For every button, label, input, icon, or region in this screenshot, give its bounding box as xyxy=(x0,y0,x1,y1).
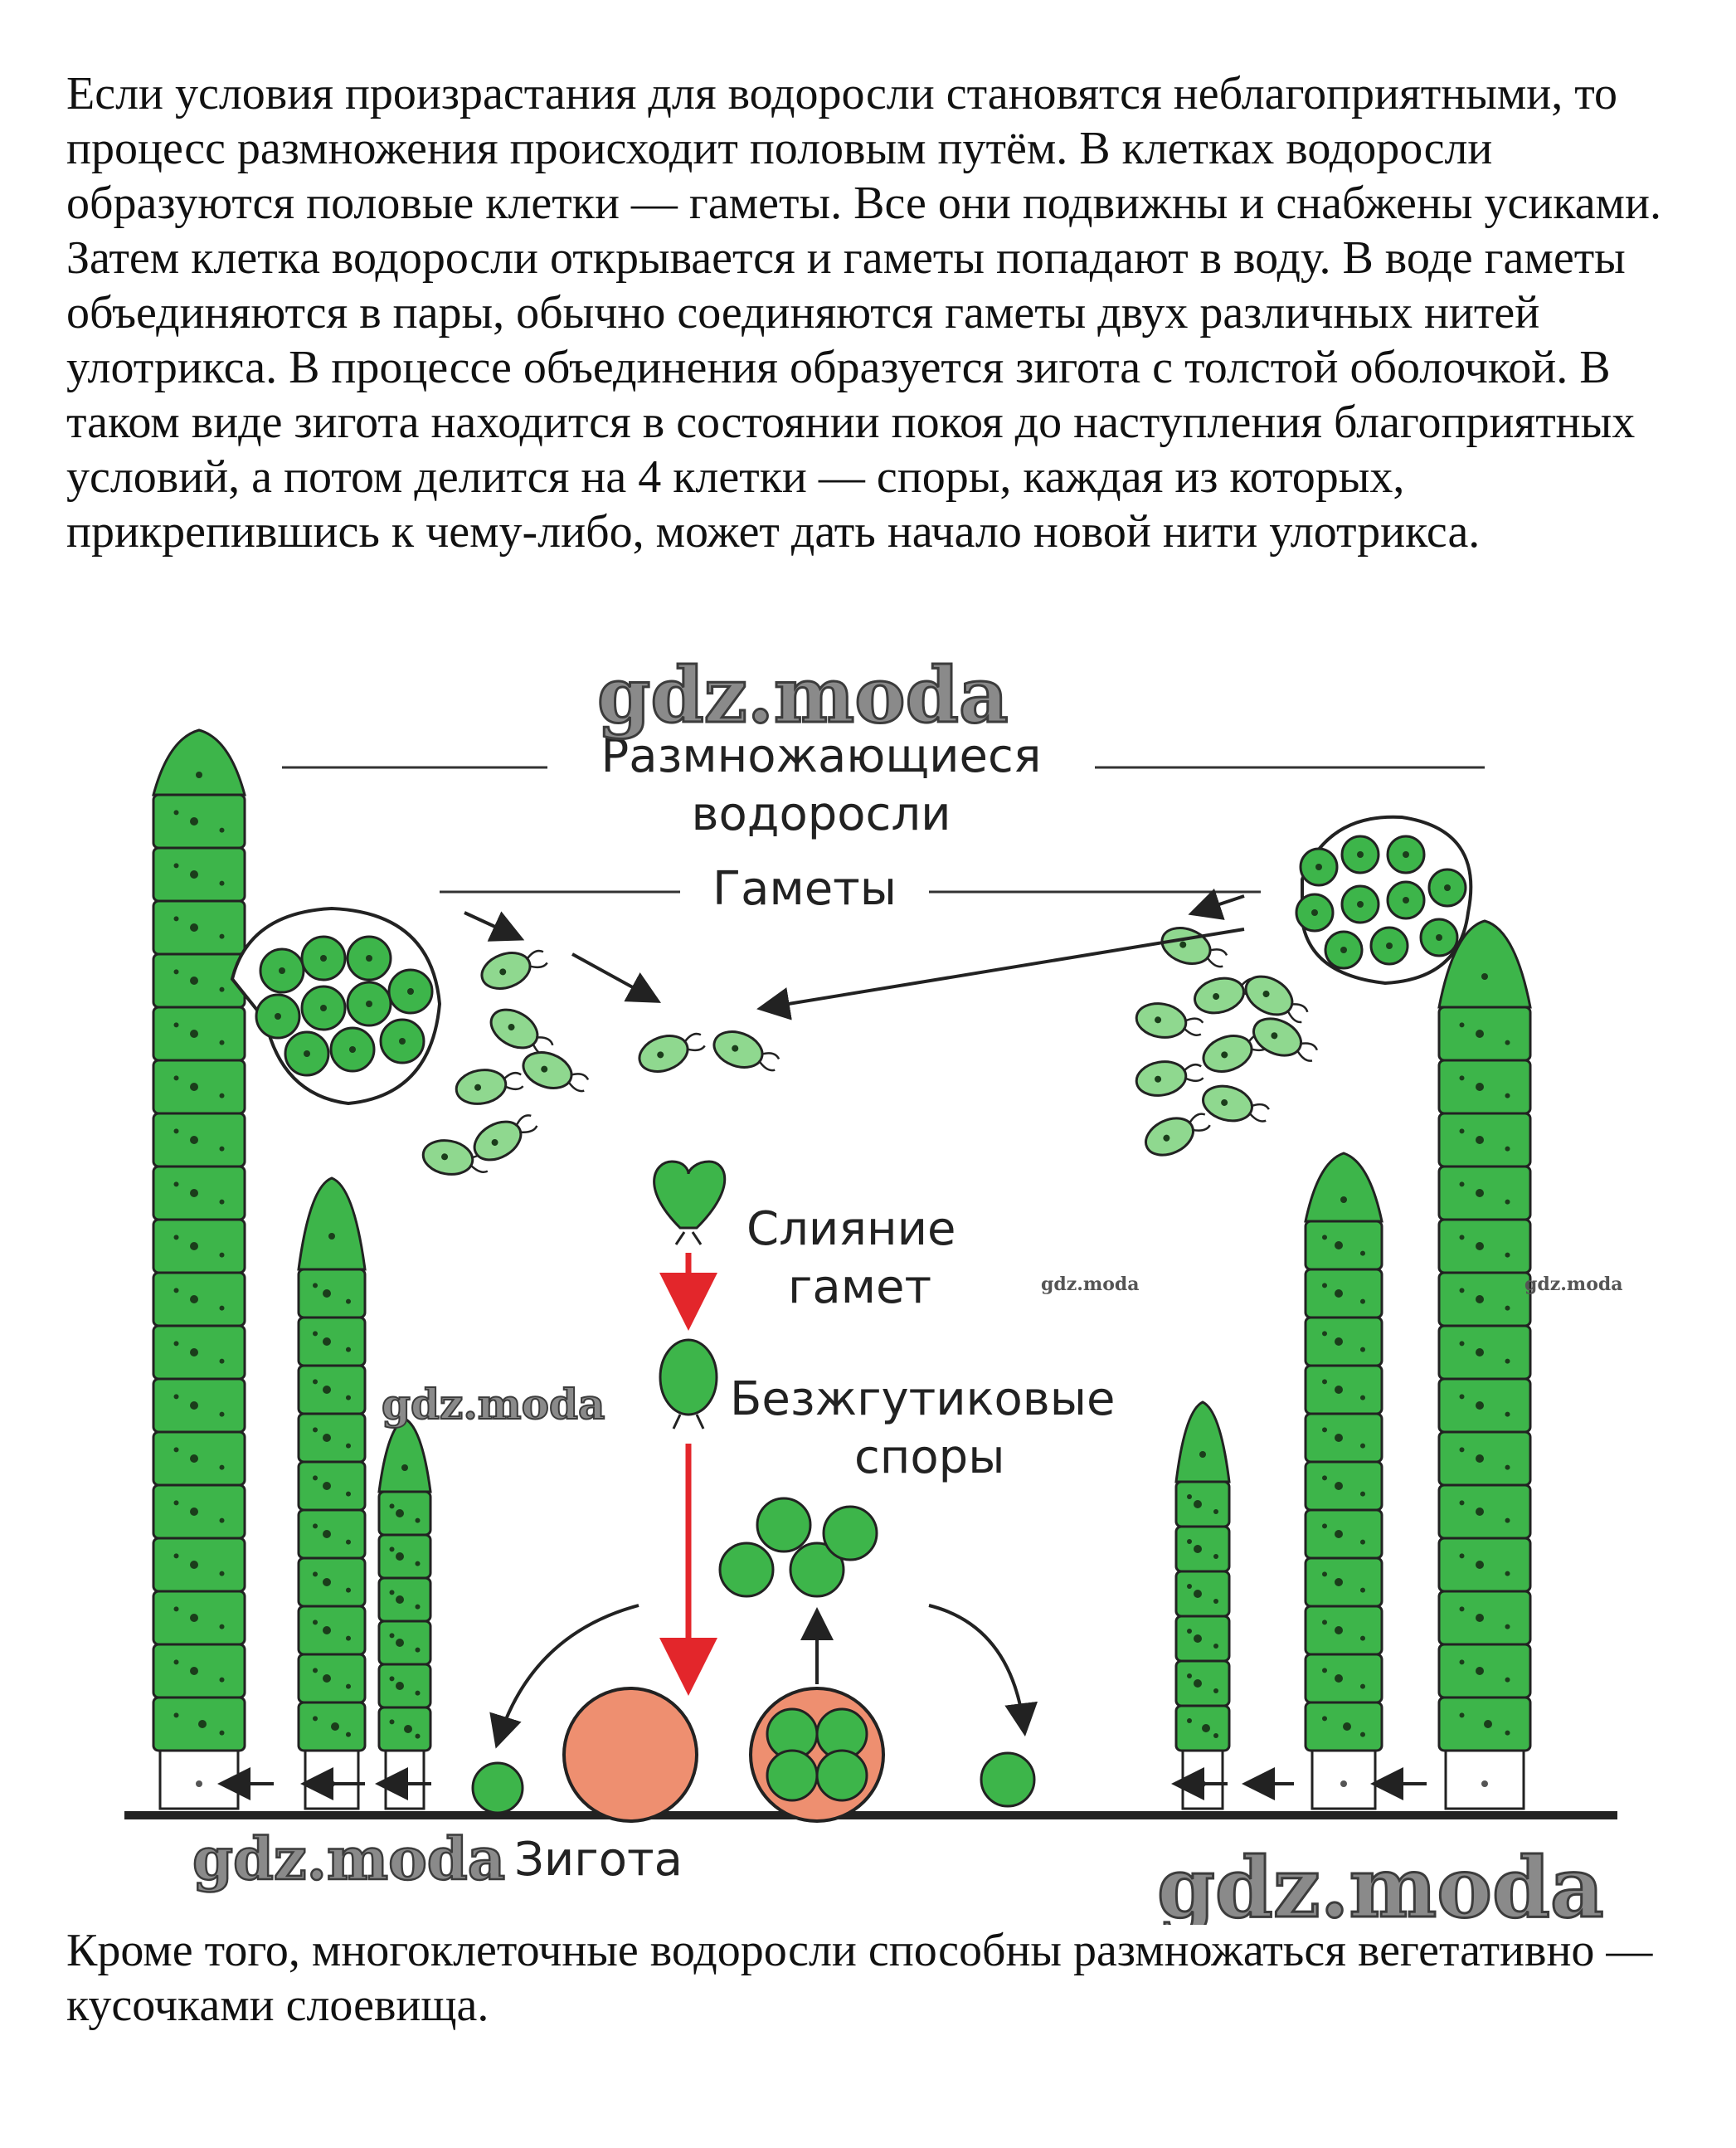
zygote-cell xyxy=(562,1687,698,1823)
gamete xyxy=(1202,1084,1270,1123)
filament-tall-left xyxy=(152,728,246,1810)
gamete xyxy=(1135,1060,1204,1097)
gamete xyxy=(522,1051,590,1093)
label-zygote: Зигота xyxy=(514,1833,683,1887)
watermark-top: gdz.moda xyxy=(597,650,1009,740)
filament-right-3 xyxy=(1304,1152,1383,1810)
label-gametes: Гаметы xyxy=(712,862,897,916)
label-reproducing-algae-2: водоросли xyxy=(691,787,951,841)
gamete xyxy=(473,1114,538,1162)
ulothrix-reproduction-figure: Размножающиеся водоросли Гаметы Слияние … xyxy=(124,650,1623,1925)
gamete xyxy=(1202,1032,1270,1073)
gamete xyxy=(1252,1017,1319,1062)
settled-spore-left xyxy=(471,1761,524,1814)
gamete xyxy=(1160,927,1228,968)
algae-filaments xyxy=(152,728,1532,1810)
gametangium-left xyxy=(230,906,442,1106)
gamete xyxy=(455,1069,524,1105)
dividing-zygote xyxy=(749,1687,885,1823)
swimming-gametes xyxy=(421,927,1319,1176)
gamete xyxy=(638,1032,706,1073)
zygote-young xyxy=(659,1338,718,1430)
gamete xyxy=(480,949,548,990)
gamete xyxy=(712,1030,780,1072)
label-reproducing-algae: Размножающиеся xyxy=(601,729,1042,783)
gamete xyxy=(1145,1113,1211,1157)
watermark-bottom-right: gdz.moda xyxy=(1157,1839,1604,1925)
gamete xyxy=(1244,975,1309,1024)
label-nonflagellate-spores: Безжгутиковые xyxy=(730,1372,1115,1426)
label-nonflagellate-spores-2: споры xyxy=(854,1430,1004,1484)
gamete xyxy=(1194,977,1262,1015)
gamete xyxy=(421,1139,491,1176)
watermark-small-center: gdz.moda xyxy=(1041,1274,1140,1295)
watermark-bottom-left: gdz.moda xyxy=(192,1824,505,1893)
watermark-mid-left: gdz.moda xyxy=(382,1380,605,1429)
watermark-small-right: gdz.moda xyxy=(1524,1274,1623,1295)
filament-tall-right xyxy=(1437,919,1532,1810)
label-gamete-fusion-2: гамет xyxy=(788,1260,931,1314)
filament-left-2 xyxy=(297,1176,367,1810)
settled-spore-right xyxy=(980,1751,1036,1808)
gamete xyxy=(1135,1002,1204,1039)
filament-left-3 xyxy=(377,1417,432,1810)
paragraph-bottom: Кроме того, многоклеточные водоросли спо… xyxy=(66,1925,1653,2031)
gametangium-right xyxy=(1295,815,1473,986)
paragraph-top: Если условия произрастания для водоросли… xyxy=(66,68,1661,558)
label-gamete-fusion: Слияние xyxy=(746,1202,956,1256)
filament-right-2 xyxy=(1174,1400,1231,1810)
released-spores xyxy=(718,1497,878,1598)
fused-gametes xyxy=(653,1160,727,1245)
